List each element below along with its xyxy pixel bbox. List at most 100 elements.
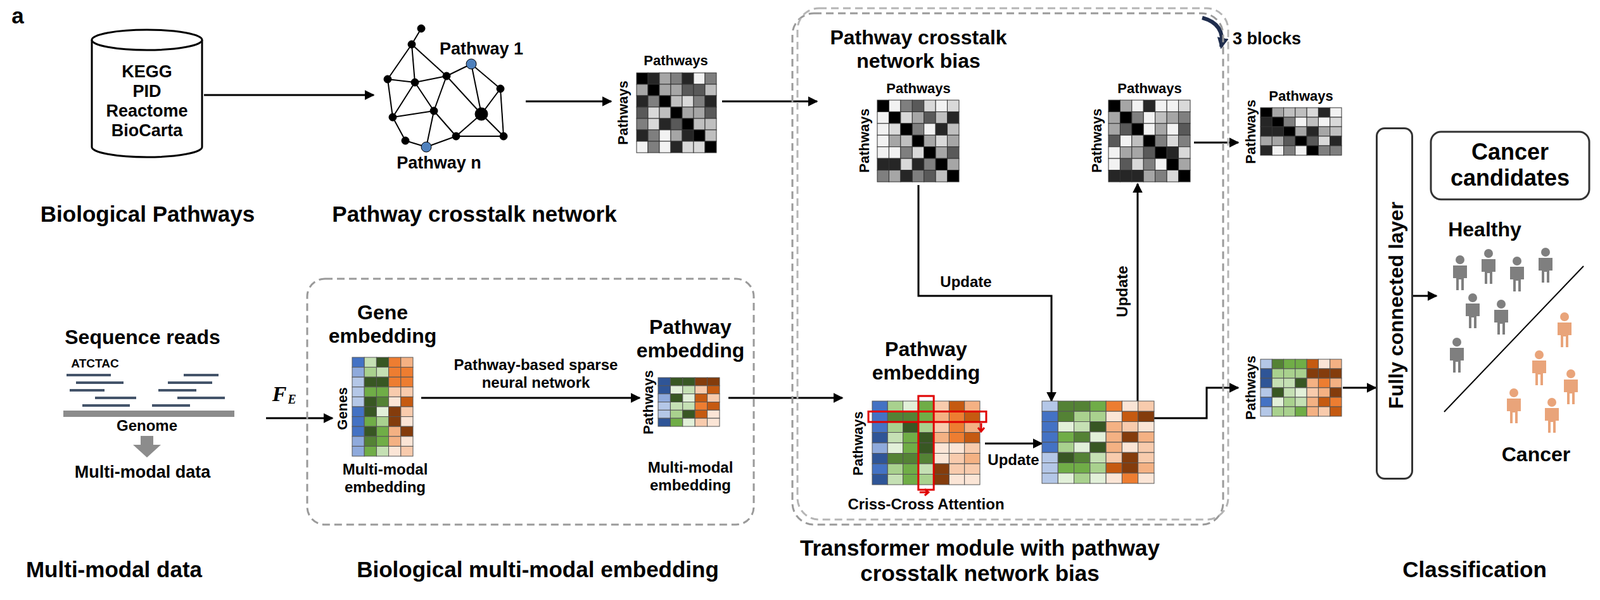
heatmap-cell [924, 146, 936, 159]
heatmap-cell [948, 453, 965, 465]
heatmap-cell [1074, 463, 1091, 474]
flow-arrow [1413, 295, 1437, 298]
heatmap-cell [1330, 145, 1342, 156]
heatmap-cell [948, 400, 965, 412]
heatmap-cell [1090, 400, 1106, 412]
heatmap-cell [352, 416, 365, 427]
heatmap-cell [903, 442, 919, 454]
heatmap-cell [670, 418, 683, 427]
heatmap-cell [1074, 421, 1091, 432]
heatmap-cell [935, 134, 947, 147]
heatmap-cell [704, 141, 717, 153]
heatmap-cell [707, 418, 720, 427]
heatmap-cell [872, 463, 888, 475]
heatmap-cell [1090, 431, 1106, 443]
heatmap-cell [1306, 117, 1319, 127]
edge-label: Pathway-based sparse neural network [439, 355, 633, 391]
heatmap-cell [352, 387, 365, 398]
edge-label: Update [986, 450, 1041, 469]
heatmap-cell [647, 129, 660, 142]
genome-bar [63, 410, 235, 417]
axis-label: Pathways [1088, 108, 1105, 173]
heatmap-cell [1105, 452, 1122, 463]
section-heading: Biological multi-modal embedding [356, 556, 719, 583]
heatmap-cell [388, 416, 401, 427]
axis-label: Pathways [850, 411, 866, 476]
heatmap-cell [670, 72, 683, 85]
heatmap-cell [376, 367, 389, 378]
heatmap-cell [872, 400, 888, 412]
person-body [1453, 265, 1467, 291]
heatmap-cell [1138, 411, 1155, 422]
heatmap-cell [376, 445, 389, 457]
heatmap-cell [682, 95, 694, 108]
heatmap-cell [1318, 145, 1330, 156]
heatmap-cell [1318, 126, 1330, 137]
heatmap-cell [947, 111, 959, 123]
heatmap-cell [1105, 411, 1122, 422]
heatmap-cell [400, 367, 413, 378]
heatmap-cell [636, 95, 648, 108]
heatmap-cell [964, 463, 980, 475]
heatmap-cell [1121, 442, 1138, 453]
heatmap-cell [1057, 431, 1074, 443]
heatmap-cell [1295, 126, 1307, 137]
heatmap-cell [659, 141, 671, 153]
heatmap-cell [670, 409, 683, 419]
heatmap-cell [1271, 107, 1284, 118]
heatmap-cell [682, 118, 694, 130]
heatmap-cell [707, 409, 720, 419]
person-body [1563, 379, 1578, 405]
sequence-read [76, 381, 124, 384]
heatmap-cell [1306, 359, 1319, 369]
heatmap-cell [1074, 473, 1091, 484]
pathway-embedding: Pathway embeddingPathwaysCriss-Cross Att… [842, 332, 985, 517]
heatmap-cell [682, 409, 695, 419]
heatmap-cell [400, 387, 413, 398]
heatmap-cell [872, 432, 888, 444]
heatmap-cell [1271, 387, 1284, 398]
heatmap-cell [1074, 442, 1091, 453]
person-head [1496, 299, 1506, 309]
heatmap-cell [935, 158, 947, 170]
heatmap-cell [1295, 145, 1307, 156]
heatmap-cell [659, 118, 671, 130]
heatmap-cell [1178, 100, 1191, 112]
heatmap-cell [877, 123, 889, 135]
heatmap-cell [1166, 170, 1179, 182]
heatmap-cell [1105, 442, 1122, 453]
heatmap-cell [1271, 136, 1284, 146]
heatmap-cell [1330, 126, 1342, 137]
heatmap-cell [900, 170, 913, 182]
heatmap-cell [935, 100, 947, 112]
heatmap-grid [1041, 400, 1155, 484]
sequence-read [167, 381, 213, 384]
heatmap-cell [924, 100, 936, 112]
heatmap-cell [400, 376, 413, 388]
heatmap-cell [918, 432, 934, 444]
heatmap-cell [1318, 117, 1330, 127]
pathway-embedding: Pathway embeddingPathwaysMulti-modal emb… [639, 313, 729, 495]
flow-arrow [203, 94, 374, 97]
heatmap-cell [352, 396, 365, 407]
heatmap-cell [1138, 452, 1155, 463]
heatmap-cell [704, 129, 717, 142]
heatmap-cell [1271, 117, 1284, 127]
heatmap-cell [1119, 146, 1132, 159]
heatmap-cell [694, 402, 707, 411]
heatmap-cell [1057, 400, 1074, 412]
heatmap-cell [1306, 126, 1319, 137]
heatmap-cell [912, 100, 924, 112]
heatmap-cell [1318, 359, 1330, 369]
network-link [500, 88, 504, 137]
heatmap-cell [1260, 387, 1272, 398]
heatmap-cell [1295, 107, 1307, 118]
heatmap-cell [918, 463, 934, 475]
heatmap-cell [364, 387, 377, 398]
heatmap-cell [682, 141, 694, 153]
heatmap-cell [1143, 158, 1155, 170]
block-title: Pathway embedding [862, 337, 990, 385]
block-caption: Multi-modal embedding [636, 458, 745, 494]
network-node [407, 40, 416, 49]
